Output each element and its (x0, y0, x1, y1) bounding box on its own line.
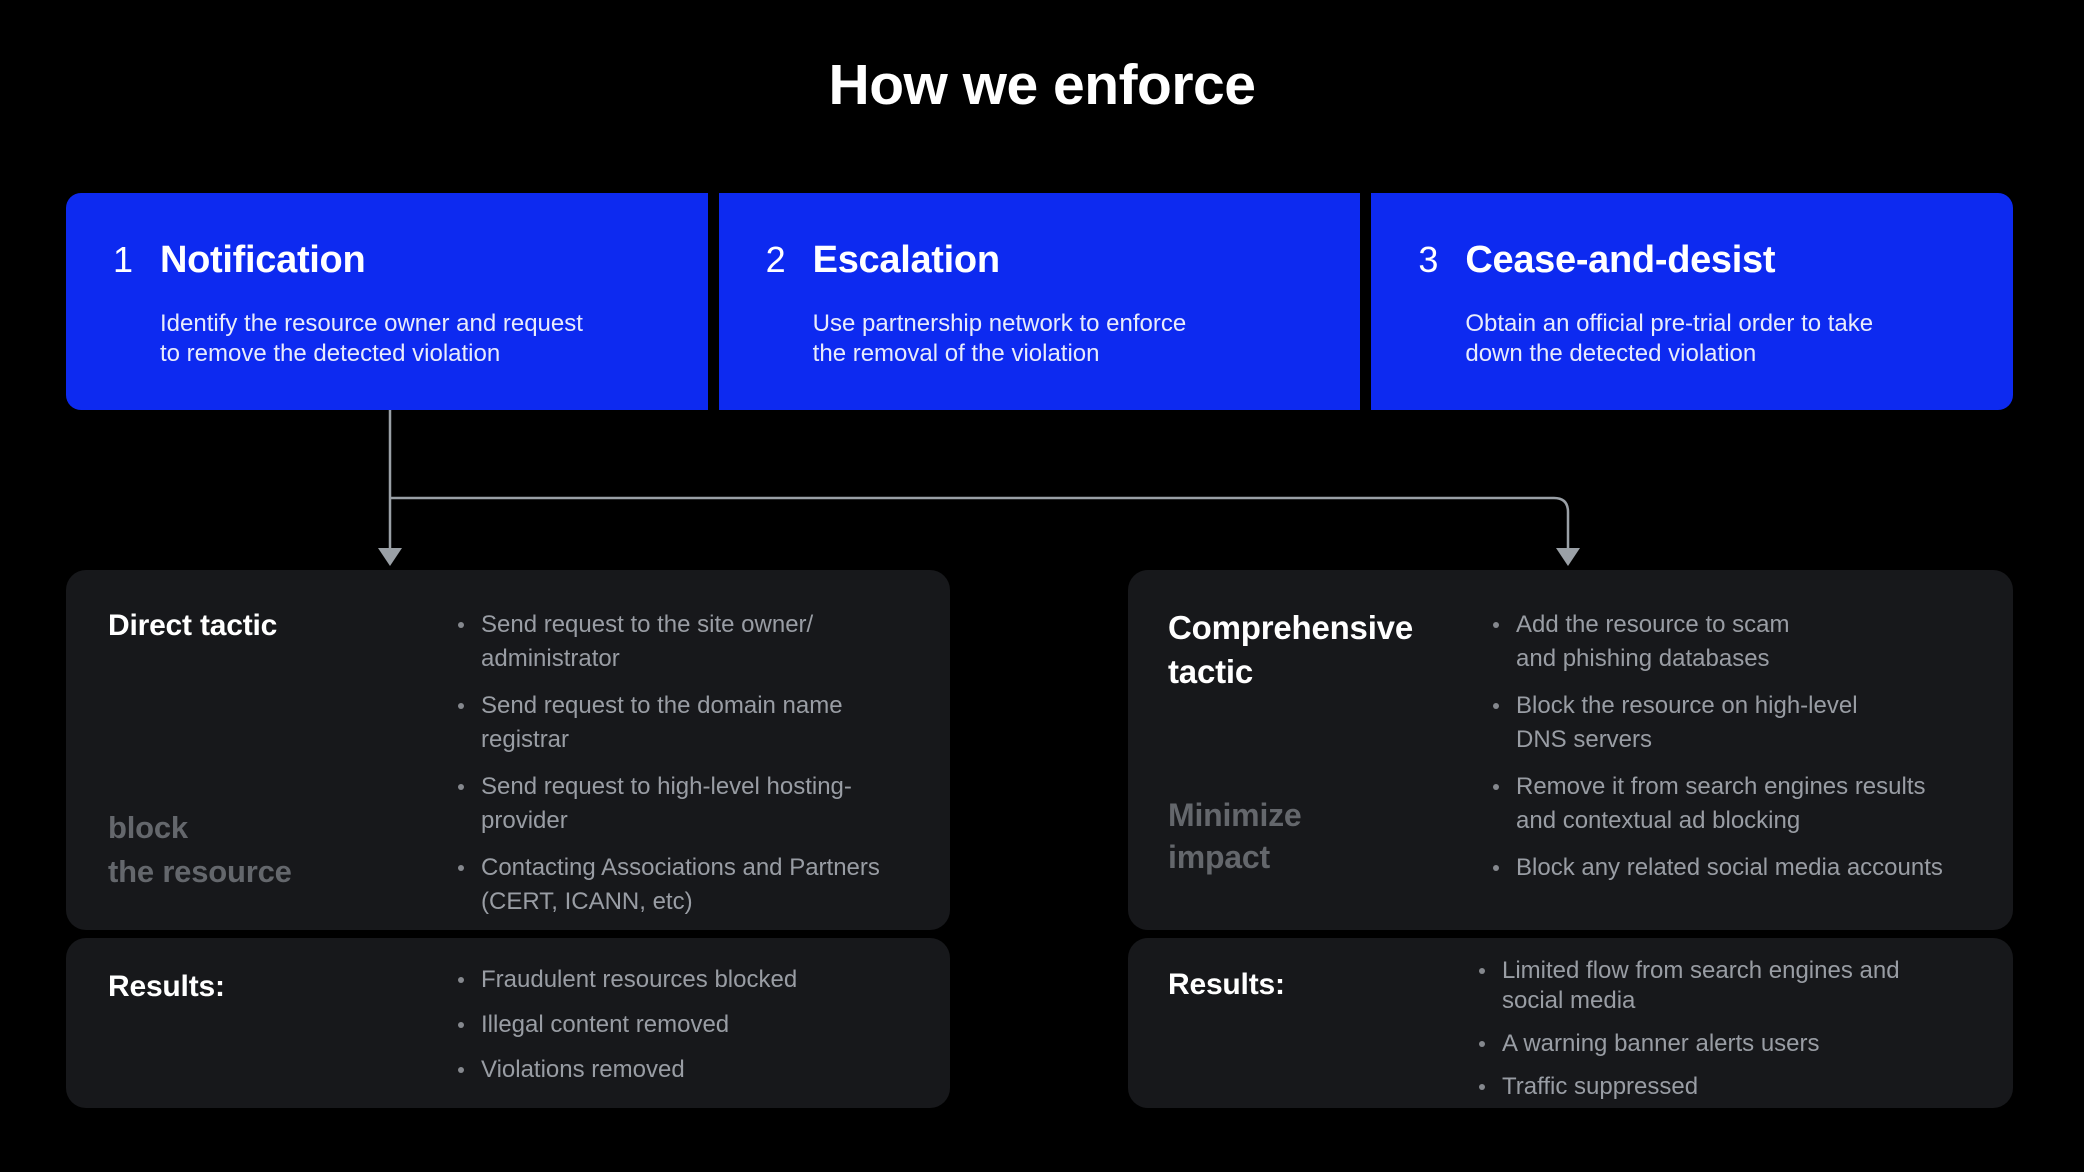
step-number: 3 (1418, 239, 1439, 280)
bullet-item: Traffic suppressed (1476, 1072, 1966, 1102)
tactic-bullet-list: Add the resource to scam and phishing da… (1490, 608, 1980, 898)
bullet-item: Illegal content removed (455, 1010, 915, 1040)
tactic-bullet-list: Send request to the site owner/ administ… (455, 608, 895, 932)
bullet-item: Fraudulent resources blocked (455, 965, 915, 995)
bullet-item: Add the resource to scam and phishing da… (1490, 608, 1980, 676)
step-description: Obtain an official pre-trial order to ta… (1465, 310, 1874, 367)
step-title: Cease-and-desist (1465, 239, 1776, 281)
step-header: 1 Notification (113, 237, 668, 283)
step-description: Identify the resource owner and request … (160, 310, 583, 367)
tactic-subtitle: block the resource (108, 810, 292, 889)
comprehensive-tactic-card: Comprehensive tactic Minimize impact Add… (1128, 570, 2013, 930)
bullet-item: Send request to the domain name registra… (455, 689, 895, 757)
step-header: 2 Escalation (766, 237, 1321, 283)
connector-line-right (391, 496, 1570, 550)
results-label: Results: (1168, 968, 1285, 1001)
bullet-item: Block the resource on high-level DNS ser… (1490, 689, 1980, 757)
results-label: Results: (108, 970, 225, 1003)
step-header: 3 Cease-and-desist (1418, 237, 1973, 283)
tactic-title: Comprehensive tactic (1168, 609, 1413, 690)
bullet-item: Violations removed (455, 1055, 915, 1085)
step-description: Use partnership network to enforce the r… (812, 310, 1187, 367)
steps-row: 1 Notification Identify the resource own… (66, 193, 2014, 410)
tactic-subtitle: Minimize impact (1168, 797, 1302, 875)
bullet-item: Send request to the site owner/ administ… (455, 608, 895, 676)
step-title: Notification (160, 239, 366, 281)
step-number: 2 (765, 239, 786, 280)
step-number: 1 (113, 239, 134, 280)
bullet-item: Contacting Associations and Partners (CE… (455, 851, 895, 919)
page-title: How we enforce (828, 53, 1256, 117)
bullet-item: Remove it from search engines results an… (1490, 770, 1980, 838)
bullet-item: A warning banner alerts users (1476, 1029, 1966, 1059)
bullet-item: Block any related social media accounts (1490, 851, 1980, 885)
bullet-item: Limited flow from search engines and soc… (1476, 956, 1966, 1016)
bullet-item: Send request to high-level hosting- prov… (455, 770, 895, 838)
step-card-notification: 1 Notification Identify the resource own… (66, 193, 708, 410)
flow-connector-arrows (378, 410, 1580, 566)
comprehensive-results-card: Results: Limited flow from search engine… (1128, 938, 2013, 1108)
direct-tactic-card: Direct tactic block the resource Send re… (66, 570, 950, 930)
arrow-down-icon (1556, 548, 1580, 566)
results-bullet-list: Limited flow from search engines and soc… (1476, 956, 1966, 1115)
step-card-escalation: 2 Escalation Use partnership network to … (718, 193, 1361, 410)
tactic-title: Direct tactic (108, 609, 278, 642)
step-title: Escalation (812, 239, 1000, 281)
arrow-down-icon (378, 548, 402, 566)
step-card-cease-and-desist: 3 Cease-and-desist Obtain an official pr… (1371, 193, 2014, 410)
